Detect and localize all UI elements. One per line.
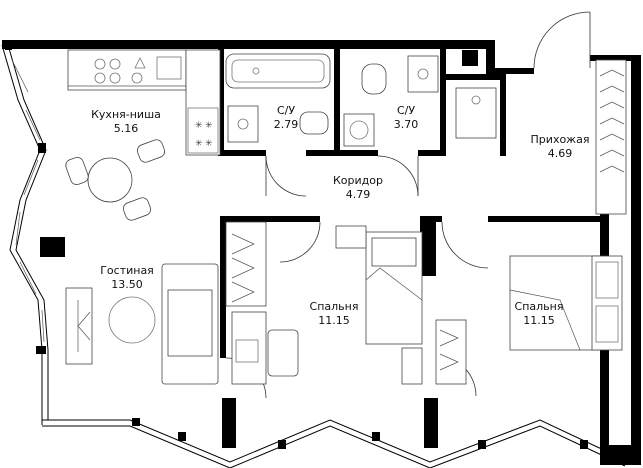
label-hall: Прихожая 4.69 [531,133,590,161]
room-name: Спальня [309,300,359,313]
room-name: Гостиная [100,264,154,277]
label-bath2: С/У 3.70 [394,104,419,132]
label-bedroom1: Спальня 11.15 [310,300,359,328]
label-kitchen: Кухня-ниша 5.16 [91,108,161,136]
label-living: Гостиная 13.50 [100,264,154,292]
svg-text:✳: ✳ [205,139,213,149]
label-corridor: Коридор 4.79 [333,174,383,202]
room-name: Кухня-ниша [91,108,161,121]
room-area: 2.79 [273,118,299,131]
room-name: С/У [396,104,416,117]
kitchen-counter: ✳ ✳ ✳ ✳ [67,49,221,156]
bedroom1-furniture [225,221,423,385]
outer-walls [2,40,641,465]
room-area: 5.16 [113,122,139,135]
left-facade [1,42,65,425]
room-area: 4.69 [547,147,573,160]
bottom-facade [42,418,634,468]
shaft [455,50,497,139]
room-area: 3.70 [393,118,419,131]
bath1-fixtures [225,53,331,143]
svg-text:✳: ✳ [205,121,213,131]
room-name: Коридор [333,174,383,187]
bath2-fixtures [343,55,439,147]
room-name: С/У [276,104,296,117]
hall-wardrobe [595,59,627,215]
room-area: 13.50 [111,278,143,291]
living-furniture [65,263,219,385]
entrance-door [533,11,591,69]
dining-table [65,139,166,221]
room-name: Прихожая [530,133,590,146]
label-bath1: С/У 2.79 [274,104,299,132]
label-bedroom2: Спальня 11.15 [515,300,564,328]
svg-text:✳: ✳ [195,139,203,149]
room-area: 11.15 [318,314,350,327]
room-name: Спальня [514,300,564,313]
room-area: 4.79 [345,188,371,201]
room-area: 11.15 [523,314,555,327]
svg-text:✳: ✳ [195,121,203,131]
interior-walls [218,46,602,448]
bedroom2-furniture [401,255,623,385]
